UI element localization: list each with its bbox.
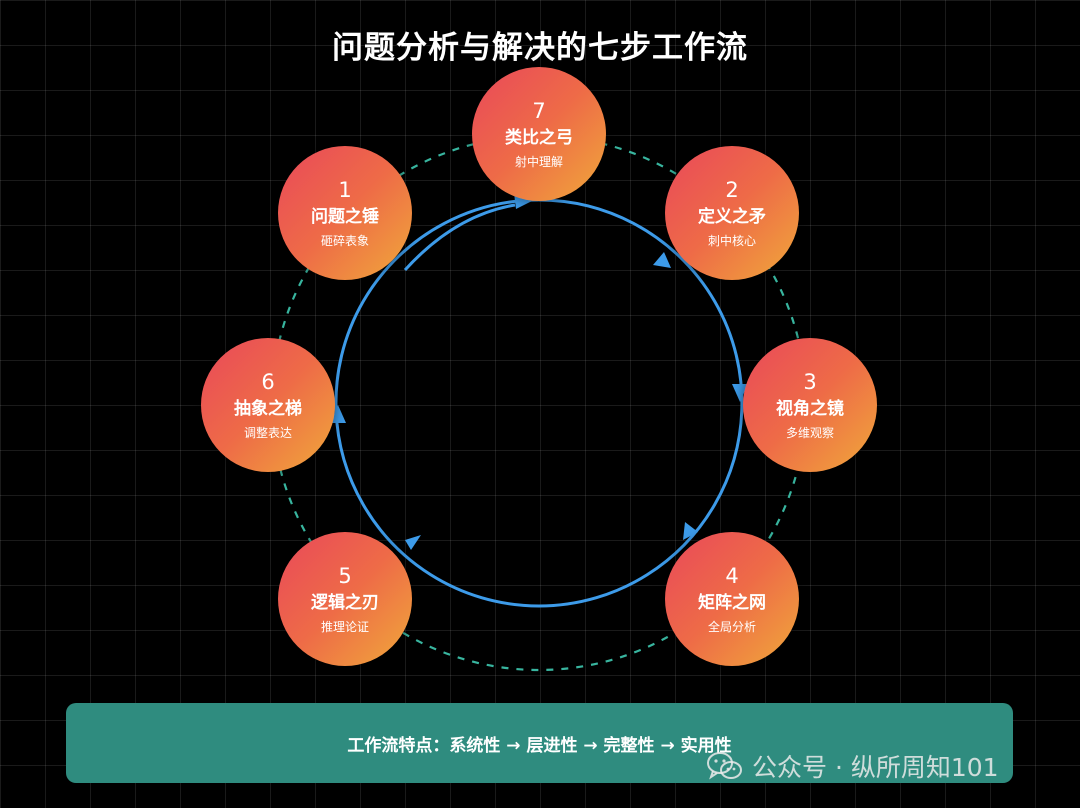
step-number: 6 xyxy=(261,369,275,394)
step-name: 类比之弓 xyxy=(505,127,573,148)
step-number: 5 xyxy=(338,563,352,588)
flow-arrow-lower-right xyxy=(683,522,698,540)
step-node-5: 5 逻辑之刃 推理论证 xyxy=(278,532,412,666)
step-subtitle: 多维观察 xyxy=(785,425,834,440)
workflow-features-text: 工作流特点：系统性 → 层进性 → 完整性 → 实用性 xyxy=(347,735,732,756)
step-node-6: 6 抽象之梯 调整表达 xyxy=(201,338,335,472)
flow-start-arc xyxy=(403,203,516,272)
flow-arrow-lower-left xyxy=(405,535,421,550)
step-number: 4 xyxy=(725,563,739,588)
page-title: 问题分析与解决的七步工作流 xyxy=(332,30,748,66)
step-number: 1 xyxy=(338,177,352,202)
flow-arrow-left xyxy=(330,405,346,423)
step-name: 矩阵之网 xyxy=(698,592,766,613)
watermark: 公众号 · 纵所周知101 xyxy=(706,746,999,786)
step-name: 视角之镜 xyxy=(776,398,844,419)
flow-circle xyxy=(334,198,744,608)
step-subtitle: 推理论证 xyxy=(320,619,369,634)
wechat-icon xyxy=(707,752,742,780)
step-subtitle: 调整表达 xyxy=(243,425,292,440)
step-node-1: 1 问题之锤 砸碎表象 xyxy=(278,146,412,280)
flow-arrow-upper-right xyxy=(653,252,671,268)
step-name: 抽象之梯 xyxy=(234,398,302,419)
step-number: 7 xyxy=(532,98,546,123)
step-node-4: 4 矩阵之网 全局分析 xyxy=(665,532,799,666)
step-node-7: 7 类比之弓 射中理解 xyxy=(472,67,606,201)
step-name: 定义之矛 xyxy=(698,206,766,227)
step-subtitle: 射中理解 xyxy=(514,154,563,169)
step-number: 2 xyxy=(725,177,739,202)
workflow-features-banner: 工作流特点：系统性 → 层进性 → 完整性 → 实用性 xyxy=(66,703,1013,783)
step-subtitle: 砸碎表象 xyxy=(320,233,369,248)
step-subtitle: 刺中核心 xyxy=(707,233,756,248)
step-node-2: 2 定义之矛 刺中核心 xyxy=(665,146,799,280)
step-number: 3 xyxy=(803,369,817,394)
step-name: 问题之锤 xyxy=(311,206,379,227)
step-subtitle: 全局分析 xyxy=(707,619,756,634)
watermark-text: 公众号 · 纵所周知101 xyxy=(752,753,999,782)
step-name: 逻辑之刃 xyxy=(311,592,379,613)
step-node-3: 3 视角之镜 多维观察 xyxy=(743,338,877,472)
